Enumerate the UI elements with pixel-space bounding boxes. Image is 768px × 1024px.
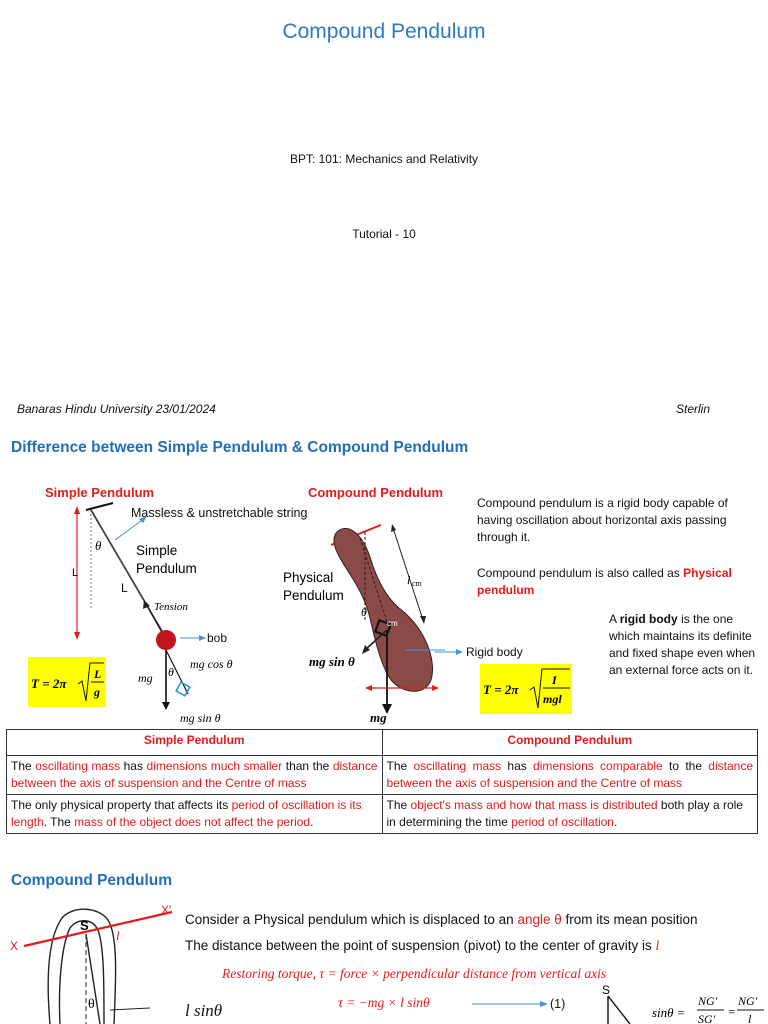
- svg-text:L: L: [93, 667, 101, 681]
- simple-period-formula: T = 2π L g: [28, 657, 106, 707]
- diagram-physical-pendulum: Pendulum: [283, 588, 344, 603]
- section-heading-compound: Compound Pendulum: [11, 872, 173, 889]
- svg-text:NG': NG': [697, 994, 718, 1008]
- sketch-theta: θ: [88, 997, 95, 1012]
- diagram-cm: cm: [387, 619, 398, 628]
- svg-text:sinθ =: sinθ =: [652, 1005, 686, 1020]
- compound-pendulum-diagram: Physical Pendulum θ l cm cm mg sin θ mg: [283, 524, 463, 725]
- table-cell-compound-mass: The oscillating mass has dimensions comp…: [381, 755, 758, 795]
- svg-text:g: g: [93, 685, 100, 699]
- svg-text:NG': NG': [737, 994, 758, 1008]
- diagram-mgcos: mg cos θ: [190, 657, 233, 671]
- physical-pendulum-note: Compound pendulum is also called as Phys…: [477, 566, 732, 597]
- footer-right: Sterlin: [676, 402, 711, 416]
- table-row: The only physical property that affects …: [6, 794, 758, 834]
- compound-mgsin: mg sin θ: [309, 654, 355, 669]
- rigid-body-definition: A rigid body is the one which maintains …: [609, 612, 756, 677]
- torque-equation: τ = −mg × l sinθ: [338, 995, 430, 1010]
- diagram-tension: Tension: [154, 601, 188, 613]
- axis-xprime-label: X': [161, 903, 171, 917]
- compound-period-formula: T = 2π I mgl: [480, 664, 572, 714]
- pivot-l-label: l: [116, 928, 120, 943]
- compound-theta: θ: [361, 605, 367, 619]
- table-header-row: Simple Pendulum Compound Pendulum: [6, 729, 758, 756]
- table-cell-simple-period: The only physical property that affects …: [6, 794, 383, 834]
- simple-pendulum-diagram: θ L L Simple Pendulum Tension mg θ mg co…: [72, 502, 233, 725]
- simple-L-left: L: [72, 567, 78, 579]
- simple-pendulum-label: Simple Pendulum: [45, 485, 155, 500]
- svg-text:T = 2π: T = 2π: [31, 676, 67, 691]
- sine-relation: sinθ = NG' SG' = NG' l: [652, 994, 764, 1024]
- svg-text:mgl: mgl: [543, 692, 562, 706]
- table-row: The oscillating mass has dimensions much…: [6, 755, 758, 795]
- svg-text:SG': SG': [698, 1012, 716, 1024]
- footer-left: Banaras Hindu University 23/01/2024: [17, 402, 216, 416]
- table-header-compound: Compound Pendulum: [381, 729, 758, 756]
- diagram-pendulum-text: Pendulum: [136, 561, 197, 576]
- diagram-lcm: l: [407, 573, 411, 587]
- compound-description: Compound pendulum is a rigid body capabl…: [477, 496, 728, 544]
- diagram-mgsin: mg sin θ: [180, 711, 221, 725]
- compound-pendulum-sketch: X X' S l θ: [10, 903, 173, 1024]
- equation-arrow: [472, 1001, 548, 1007]
- rigid-body-label: Rigid body: [466, 645, 523, 659]
- pivot-s-label: S: [80, 918, 89, 933]
- diagram-physical: Physical: [283, 570, 333, 585]
- table-cell-simple-mass: The oscillating mass has dimensions much…: [6, 755, 383, 795]
- tutorial-number: Tutorial - 10: [352, 227, 416, 241]
- svg-text:I: I: [551, 673, 558, 687]
- svg-text:=: =: [728, 1004, 735, 1019]
- equation-number: (1): [550, 997, 566, 1011]
- table-cell-compound-period: The object's mass and how that mass is d…: [381, 794, 758, 834]
- svg-text:T = 2π: T = 2π: [483, 682, 519, 697]
- diagram-mg: mg: [138, 671, 153, 685]
- svg-text:l: l: [748, 1012, 752, 1024]
- triangle-sketch: S: [602, 984, 631, 1024]
- distance-text: The distance between the point of suspen…: [185, 938, 660, 953]
- axis-x-label: X: [10, 939, 18, 953]
- page-title: Compound Pendulum: [282, 20, 486, 43]
- bob-label: bob: [207, 631, 228, 645]
- section-heading-difference: Difference between Simple Pendulum & Com…: [11, 439, 469, 456]
- compound-mg: mg: [370, 710, 387, 725]
- l-sin-theta-label: l sinθ: [185, 1001, 223, 1020]
- triangle-s-label: S: [602, 984, 610, 997]
- diagram-simple-text: Simple: [136, 543, 177, 558]
- table-header-simple: Simple Pendulum: [6, 729, 383, 756]
- consider-text: Consider a Physical pendulum which is di…: [185, 912, 698, 927]
- compound-pendulum-label: Compound Pendulum: [308, 485, 444, 500]
- simple-theta: θ: [95, 538, 102, 553]
- course-name: BPT: 101: Mechanics and Relativity: [289, 152, 479, 166]
- comparison-table: Simple Pendulum Compound Pendulum The os…: [6, 729, 758, 834]
- string-label: Massless & unstretchable string: [131, 506, 308, 520]
- simple-L-string: L: [121, 581, 128, 595]
- torque-statement: Restoring torque, τ = force × perpendicu…: [222, 966, 607, 981]
- diagram-theta-bob: θ: [168, 665, 174, 679]
- diagram-lcm-sub: cm: [412, 579, 423, 588]
